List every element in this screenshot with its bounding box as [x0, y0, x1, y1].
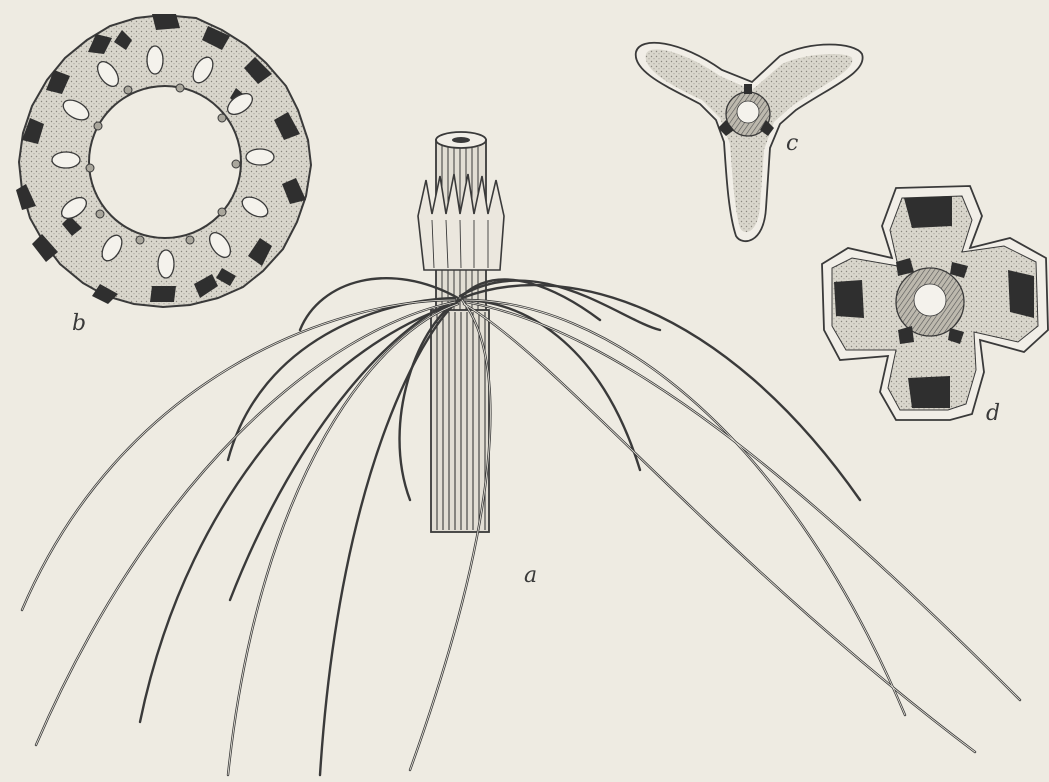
panel-a-label: a [524, 563, 537, 588]
panel-a-lower-stem [431, 310, 489, 532]
panel-b-central-canal [89, 86, 241, 238]
panel-c-cross-section: c [636, 43, 863, 241]
panel-d-cross-section: d [822, 186, 1048, 426]
panel-b-label: b [72, 311, 86, 336]
panel-c-cortex [646, 49, 853, 232]
panel-d-label: d [986, 401, 1000, 426]
panel-b-cross-section: b [16, 14, 311, 336]
panel-c-label: c [786, 131, 798, 156]
